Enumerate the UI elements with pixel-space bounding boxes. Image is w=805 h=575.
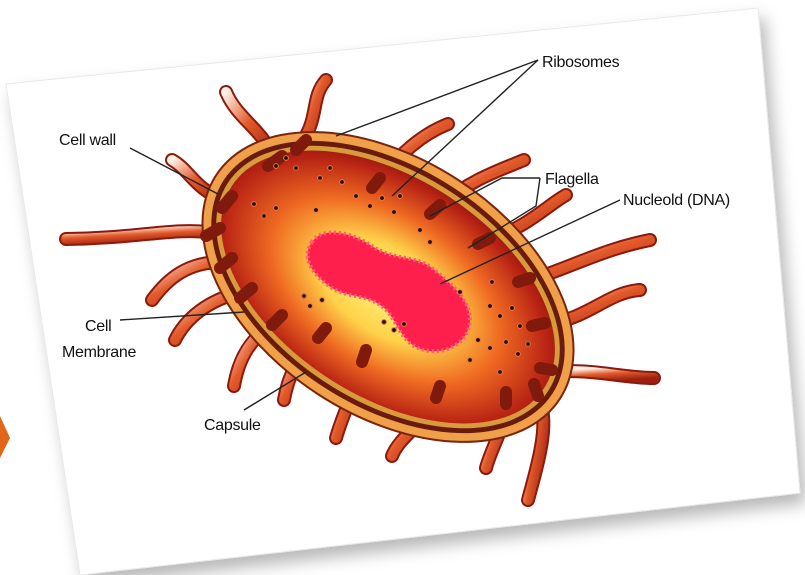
label-cell-membrane-line2: Membrane [62, 344, 136, 361]
label-cell-membrane-line1: Cell [85, 318, 111, 335]
arrow-accent-shape [0, 416, 10, 458]
label-flagella: Flagella [545, 171, 599, 188]
label-capsule: Capsule [204, 417, 261, 434]
label-nucleoid: Nucleold (DNA) [623, 192, 730, 209]
label-cell-wall: Cell wall [59, 132, 116, 149]
label-ribosomes: Ribosomes [542, 54, 620, 71]
